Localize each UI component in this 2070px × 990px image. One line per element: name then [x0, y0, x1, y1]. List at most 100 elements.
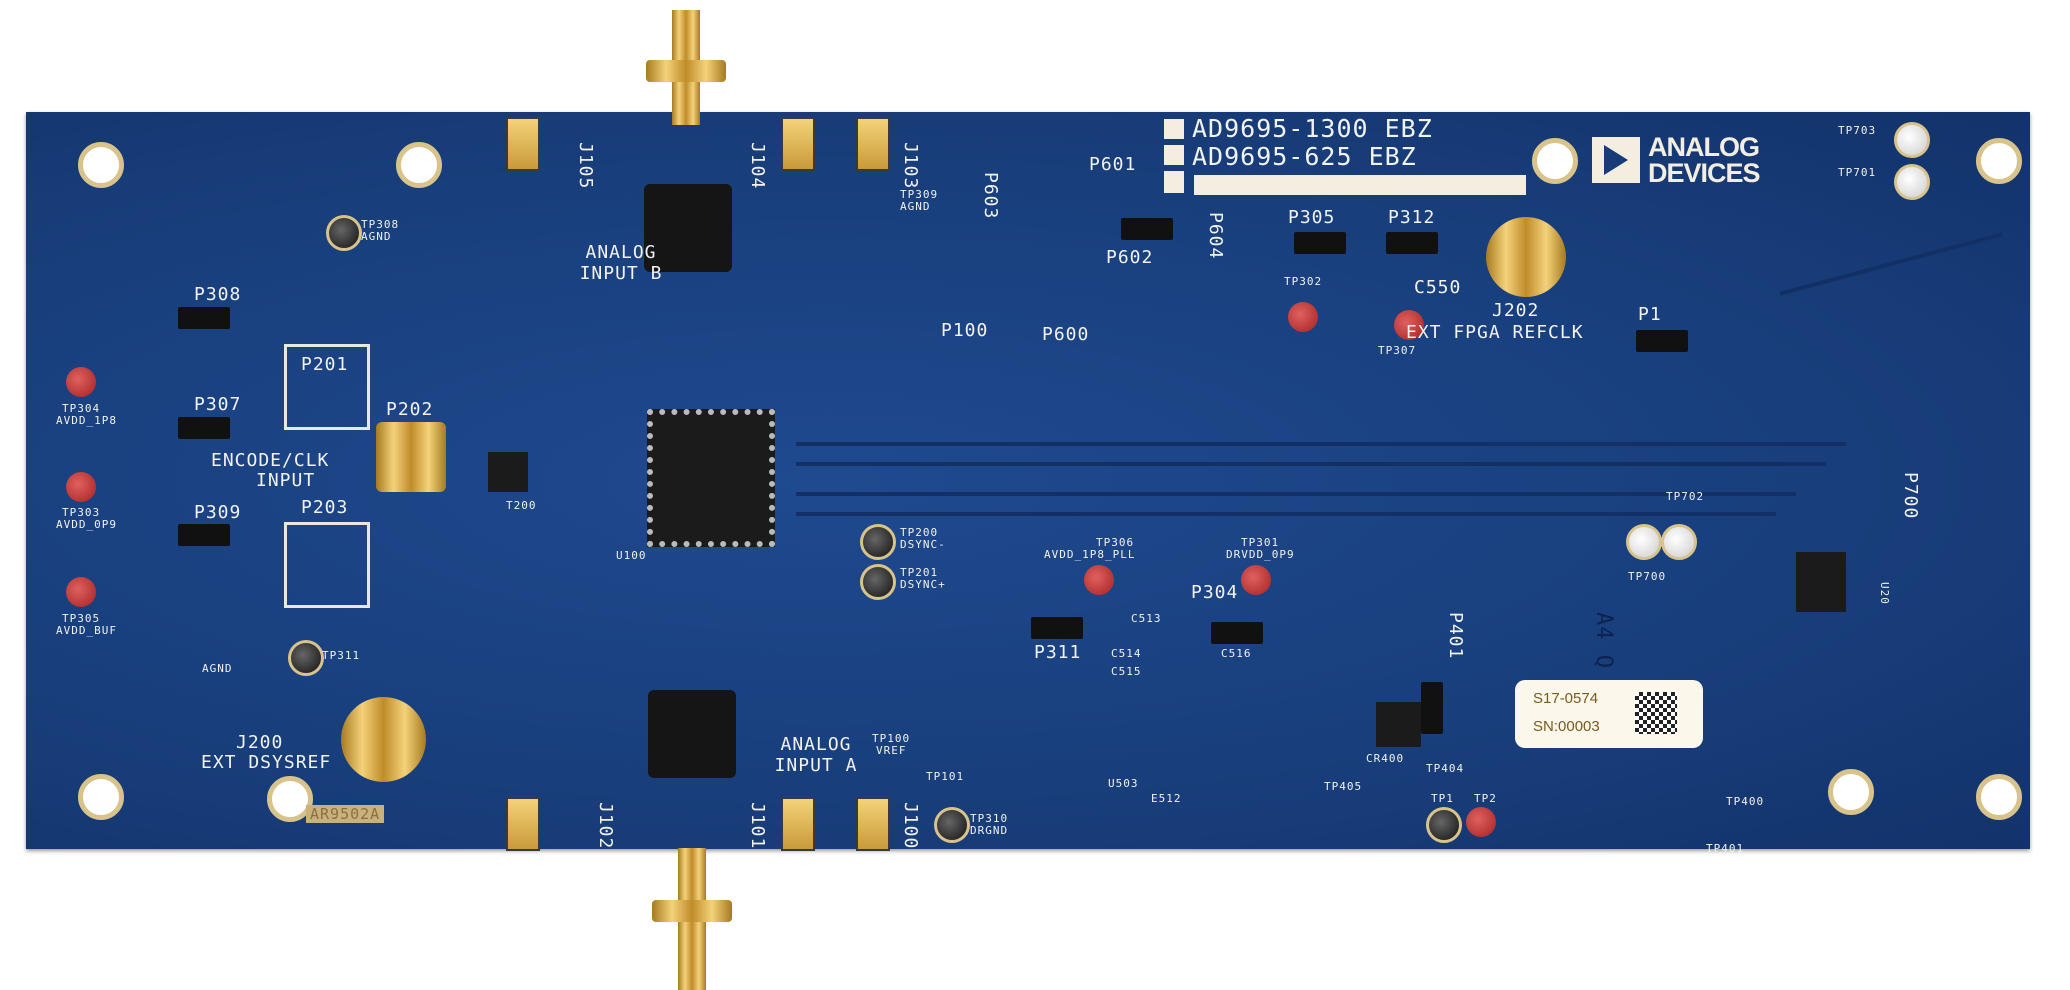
label-j103: J103	[900, 142, 921, 190]
test-point-tp201[interactable]	[860, 564, 896, 600]
label-avdd-0p9: AVDD_0P9	[56, 518, 117, 531]
test-point-tp702[interactable]	[1661, 524, 1697, 560]
label-tp307: TP307	[1378, 344, 1417, 357]
edge-pad	[856, 797, 890, 851]
test-point-tp306[interactable]	[1084, 565, 1114, 595]
trace	[796, 442, 1846, 446]
label-p312: P312	[1388, 207, 1436, 228]
label-tp400: TP400	[1726, 795, 1765, 808]
label-drvdd-0p9: DRVDD_0P9	[1226, 548, 1295, 561]
jumper-p602[interactable]	[1121, 218, 1173, 240]
label-p700: P700	[1900, 472, 1921, 520]
label-drgnd: DRGND	[970, 824, 1009, 837]
jumper-p305[interactable]	[1294, 232, 1346, 254]
transformer-t200	[488, 452, 528, 492]
label-tp2: TP2	[1474, 792, 1497, 805]
label-avdd-buf: AVDD_BUF	[56, 624, 117, 637]
test-point-tp701[interactable]	[1894, 164, 1930, 200]
jumper-p401[interactable]	[1421, 682, 1443, 734]
label-c513: C513	[1131, 612, 1162, 625]
label-cr400: CR400	[1366, 752, 1405, 765]
label-avdd-1p8: AVDD_1P8	[56, 414, 117, 427]
label-t200: T200	[506, 499, 537, 512]
test-point-tp302[interactable]	[1288, 302, 1318, 332]
label-p304: P304	[1191, 582, 1239, 603]
label-tp702: TP702	[1666, 490, 1705, 503]
test-point-tp303[interactable]	[66, 472, 96, 502]
label-p311: P311	[1034, 642, 1082, 663]
label-p602: P602	[1106, 247, 1154, 268]
label-j105: J105	[575, 142, 596, 190]
model-label-1300: AD9695-1300 EBZ	[1192, 114, 1433, 143]
label-p307: P307	[194, 394, 242, 415]
sma-connector-j200[interactable]	[341, 697, 426, 782]
mounting-hole	[1976, 138, 2022, 184]
label-p201: P201	[301, 354, 349, 375]
jumper-p1[interactable]	[1636, 330, 1688, 352]
label-tp1: TP1	[1431, 792, 1454, 805]
label-j200: J200	[236, 732, 284, 753]
mounting-hole	[78, 774, 124, 820]
test-point-tp703[interactable]	[1894, 122, 1930, 158]
test-point-tp311[interactable]	[288, 640, 324, 676]
label-tp701: TP701	[1838, 166, 1877, 179]
sma-nut-top	[646, 60, 726, 82]
board-id: AR9502A	[306, 805, 385, 823]
test-point-tp2[interactable]	[1466, 807, 1496, 837]
test-point-tp1[interactable]	[1426, 807, 1462, 843]
label-p604: P604	[1205, 212, 1226, 260]
silk-box	[1164, 145, 1184, 165]
label-input: INPUT	[256, 470, 316, 491]
silk-box	[1164, 119, 1184, 139]
label-p305: P305	[1288, 207, 1336, 228]
jumper-p308[interactable]	[178, 307, 230, 329]
pcb-board: AD9695-1300 EBZ AD9695-625 EBZ ANALOG DE…	[26, 112, 2030, 855]
label-p601: P601	[1089, 154, 1137, 175]
jumper-p312[interactable]	[1386, 232, 1438, 254]
label-agnd: AGND	[361, 230, 392, 243]
jumper-p304[interactable]	[1211, 622, 1263, 644]
label-tp100: TP100	[872, 732, 911, 745]
label-tp405: TP405	[1324, 780, 1363, 793]
test-point-tp200[interactable]	[860, 524, 896, 560]
sma-connector-j202[interactable]	[1486, 217, 1566, 297]
chip-cr400	[1376, 702, 1421, 747]
label-p600: P600	[1042, 324, 1090, 345]
sma-nut-bottom	[652, 900, 732, 922]
silk-blank-bar	[1194, 175, 1526, 195]
brand-line-1: ANALOG	[1648, 132, 1760, 162]
label-tp200: TP200	[900, 526, 939, 539]
sma-connector-p202[interactable]	[376, 422, 446, 492]
label-tp306: TP306	[1096, 536, 1135, 549]
datamatrix-code	[1635, 692, 1677, 734]
jumper-p311[interactable]	[1031, 617, 1083, 639]
test-point-tp308[interactable]	[326, 215, 362, 251]
label-e512: E512	[1151, 792, 1182, 805]
jumper-p307[interactable]	[178, 417, 230, 439]
trace	[796, 492, 1796, 496]
label-tp309: TP309	[900, 188, 939, 201]
test-point-tp301[interactable]	[1241, 565, 1271, 595]
label-u20: U20	[1878, 582, 1891, 605]
test-point-tp700[interactable]	[1626, 524, 1662, 560]
test-point-tp305[interactable]	[66, 577, 96, 607]
footprint-p201	[284, 344, 370, 430]
label-analog-input-a: ANALOG INPUT A	[774, 734, 858, 776]
label-tp302: TP302	[1284, 275, 1323, 288]
test-point-tp304[interactable]	[66, 367, 96, 397]
model-label-625: AD9695-625 EBZ	[1192, 142, 1417, 171]
chip-u20	[1796, 552, 1846, 612]
label-tp304: TP304	[62, 402, 101, 415]
label-u100: U100	[616, 549, 647, 562]
trace	[1779, 232, 2003, 296]
label-j101: J101	[747, 802, 768, 850]
label-j104: J104	[747, 142, 768, 190]
label-tp401: TP401	[1706, 842, 1745, 855]
test-point-tp307[interactable]	[1394, 310, 1424, 340]
test-point-tp310[interactable]	[934, 807, 970, 843]
jumper-p309[interactable]	[178, 524, 230, 546]
mounting-hole	[1532, 138, 1578, 184]
label-p401: P401	[1445, 612, 1466, 660]
label-ext-fpga-refclk: EXT FPGA REFCLK	[1406, 322, 1584, 343]
edge-pad	[781, 797, 815, 851]
